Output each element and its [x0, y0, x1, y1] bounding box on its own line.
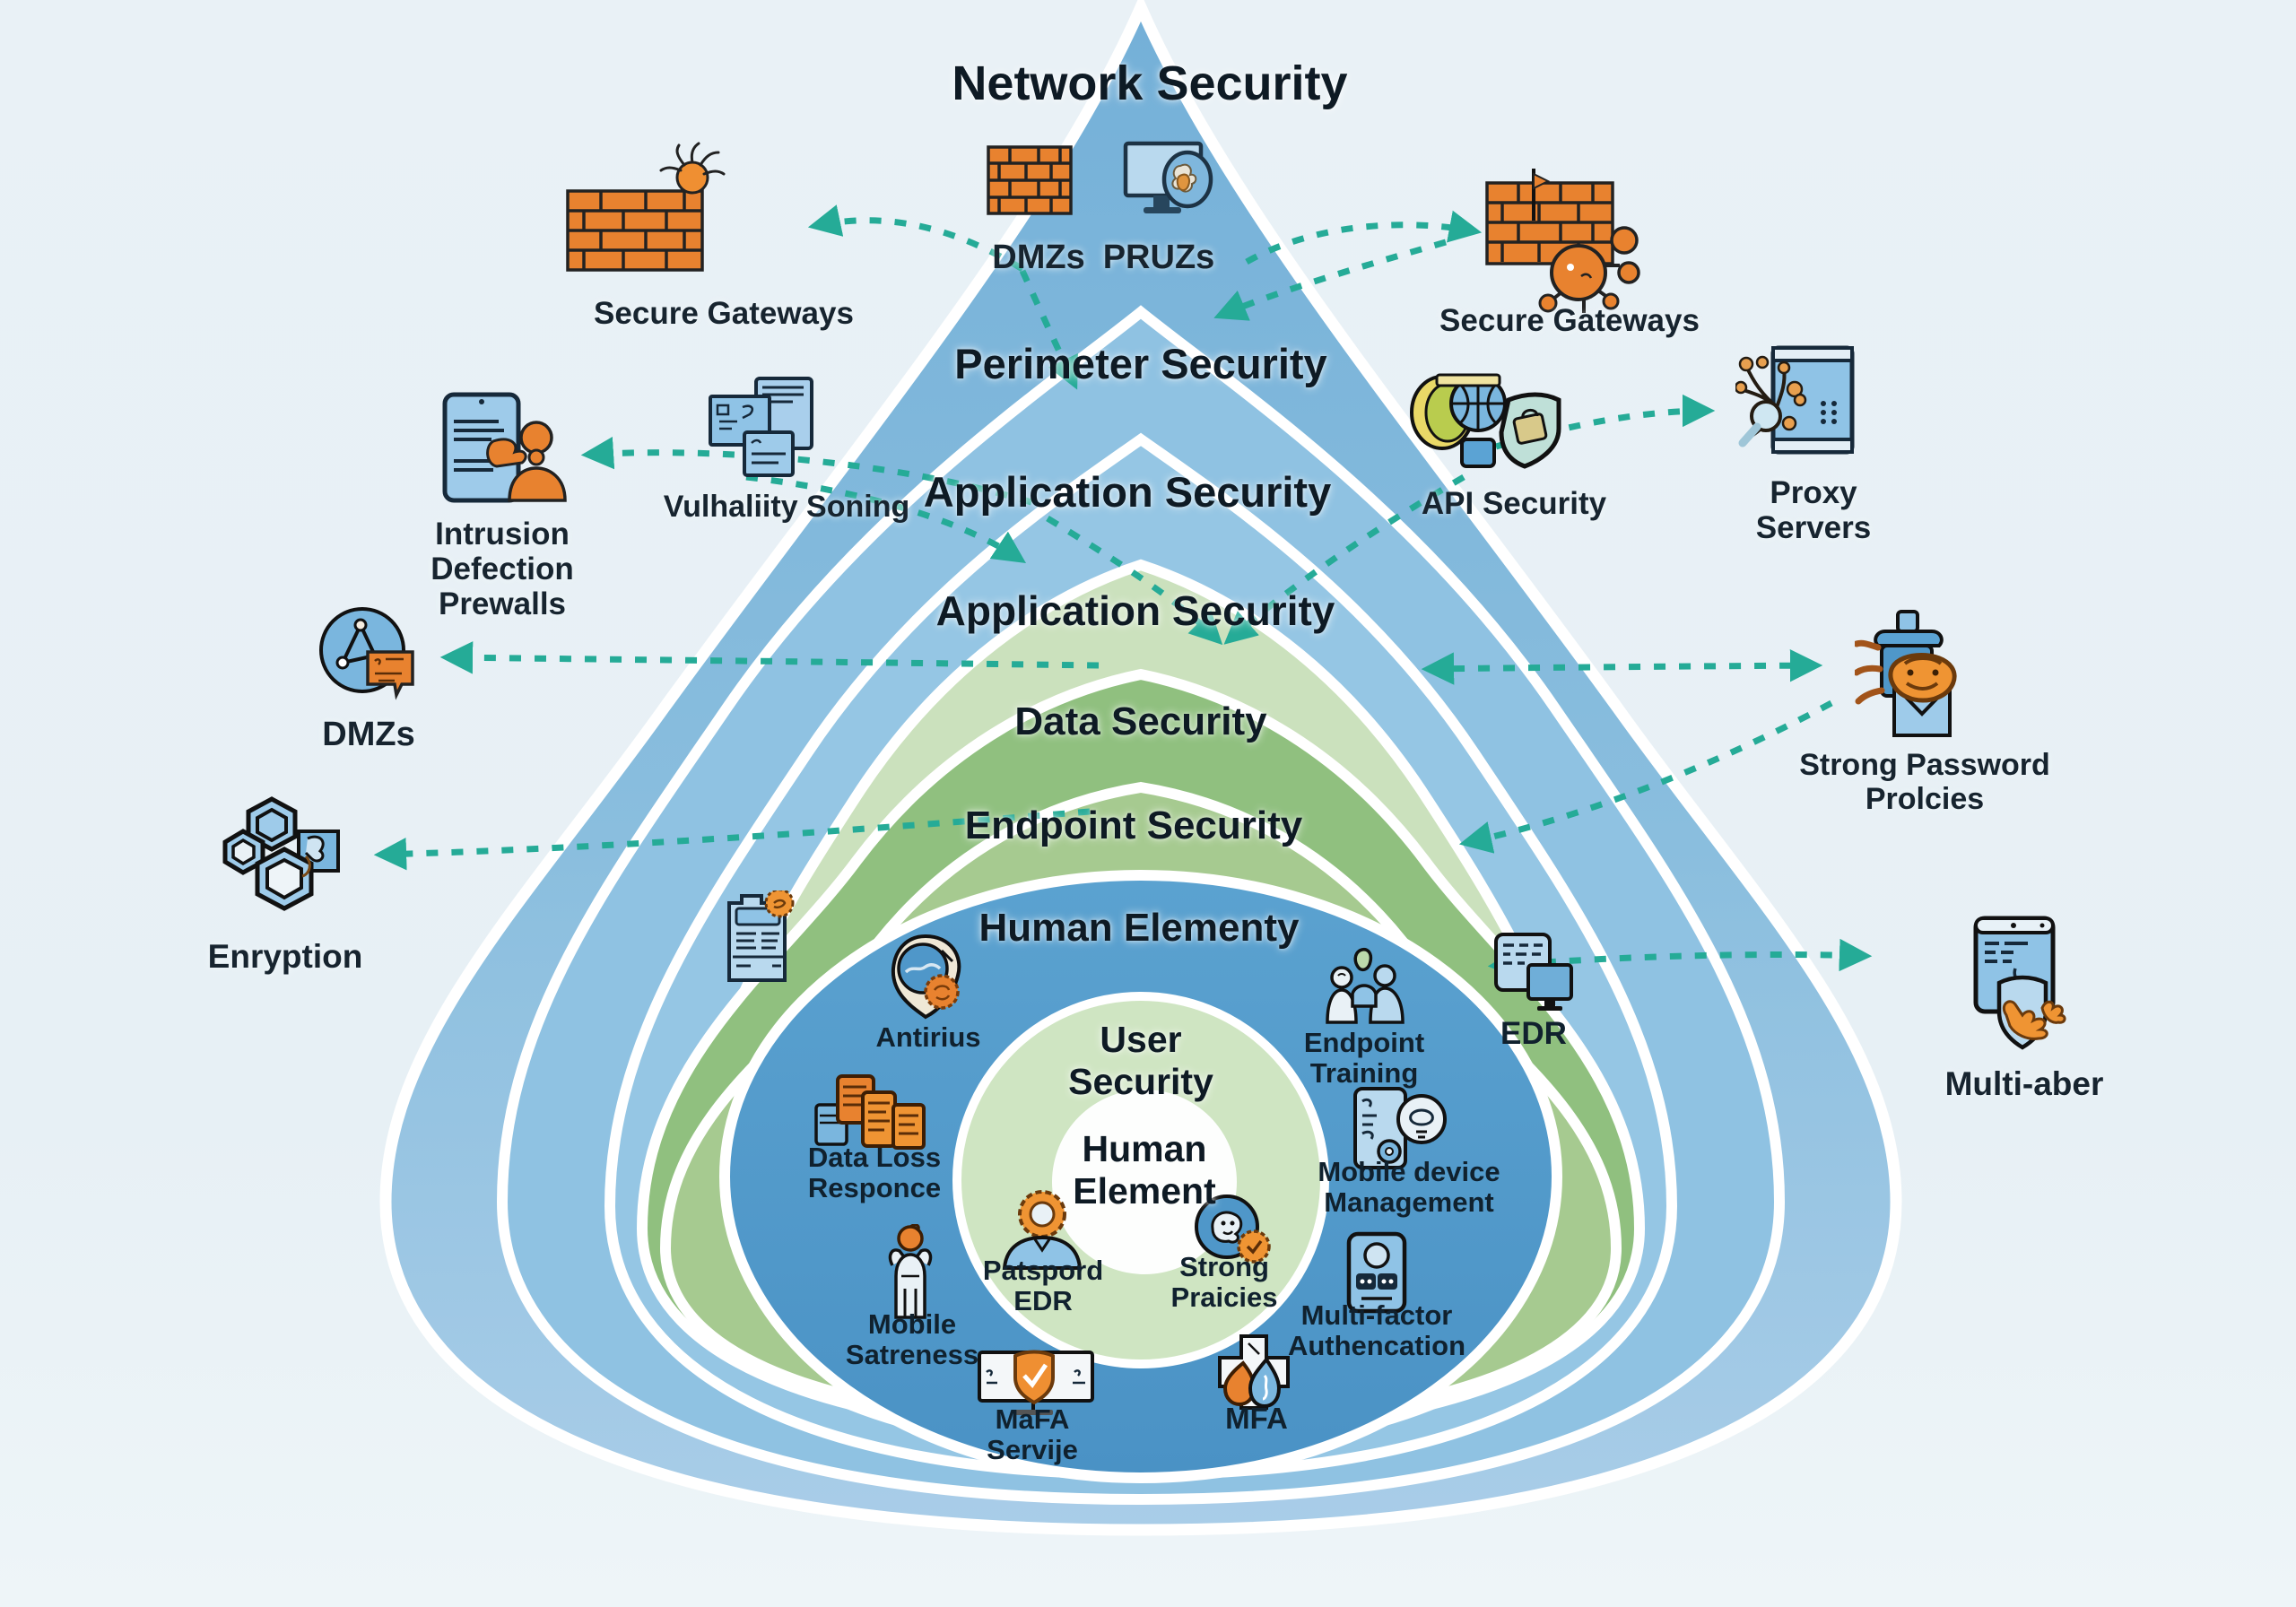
swirl-virus-icon: [891, 934, 961, 1020]
cross-drops-icon: [1218, 1334, 1290, 1410]
globe-shield-lock-icon: [1410, 373, 1561, 469]
strong-password-line2: Prolcies: [1865, 782, 1985, 817]
data-loss-line1: Data Loss: [807, 1142, 942, 1173]
left-secure-gateways-label: Secure Gateways: [594, 296, 854, 331]
left-dmzs-label: DMZs: [322, 716, 415, 753]
monitor-shield-check-icon: [978, 1350, 1094, 1415]
endpoint-training-line2: Training: [1309, 1057, 1419, 1090]
tablet-person-icon: [442, 392, 567, 503]
top-item-dmzs-label: DMZs: [992, 239, 1085, 276]
strong-password-line1: Strong Password: [1799, 748, 2050, 782]
patspord-line1: Patspord: [982, 1255, 1104, 1286]
scan-documents-icon: [709, 377, 813, 477]
person-sunburst-icon: [1002, 1190, 1083, 1270]
ring-label-application-outer: Application Security: [923, 468, 1332, 516]
center-label-human-element: Human Element: [1073, 1128, 1216, 1212]
multi-factor-label: Multi-factor Authencation: [1287, 1299, 1466, 1362]
human-element-line2: Element: [1073, 1170, 1216, 1212]
intrusion-line3: Prewalls: [438, 586, 567, 622]
monitor-virus-icon: [1123, 141, 1213, 213]
mobile-device-line1: Mobile device: [1318, 1156, 1500, 1187]
strong-praicies-line2: Praicies: [1170, 1281, 1278, 1314]
multi-aber-label: Multi-aber: [1944, 1065, 2104, 1102]
patspord-line2: EDR: [1013, 1285, 1073, 1317]
diagram-title: Network Security: [952, 56, 1348, 110]
mafa-line2: Servije: [987, 1434, 1078, 1466]
mafa-line1: MaFA: [995, 1403, 1070, 1435]
mobile-device-line2: Management: [1324, 1186, 1494, 1219]
orange-folders-icon: [814, 1074, 926, 1150]
multi-factor-line2: Authencation: [1287, 1330, 1466, 1362]
right-secure-gateways-label: Secure Gateways: [1439, 303, 1700, 338]
user-security-line1: User: [1100, 1019, 1182, 1060]
patspord-edr-label: Patspord EDR: [983, 1255, 1103, 1316]
person-raised-arms-icon: [888, 1224, 933, 1319]
mafa-servije-label: MaFA Servije: [987, 1403, 1078, 1466]
mobile-satreness-line2: Satreness: [845, 1339, 979, 1371]
data-loss-line2: Responce: [807, 1172, 942, 1204]
face-badge-check-icon: [1195, 1194, 1271, 1264]
strong-password-label: Strong Password Prolcies: [1799, 748, 2050, 816]
mobile-device-label: Mobile device Management: [1318, 1156, 1500, 1219]
ring-label-endpoint: Endpoint Security: [964, 804, 1303, 847]
strong-praicies-line1: Strong: [1179, 1251, 1269, 1282]
endpoint-training-line1: Endpoint: [1303, 1027, 1425, 1058]
hexagons-icon: [222, 796, 340, 911]
vulnerability-scanning-label: Vulhaliity Soning: [663, 490, 910, 524]
ring-label-application-inner: Application Security: [935, 587, 1335, 634]
data-loss-label: Data Loss Responce: [808, 1142, 941, 1203]
antirius-label: Antirius: [875, 1021, 981, 1053]
mobile-satreness-line1: Mobile: [867, 1308, 957, 1340]
endpoint-training-label: Endpoint Training: [1303, 1027, 1425, 1090]
proxy-line1: Proxy: [1770, 475, 1857, 510]
mobile-satreness-label: Mobile Satreness: [845, 1308, 979, 1371]
document-badge-icon: [727, 890, 795, 982]
human-element-line1: Human: [1082, 1128, 1207, 1169]
top-item-pruzs-label: PRUZs: [1102, 239, 1215, 276]
proxy-line2: Servers: [1755, 510, 1872, 546]
intrusion-line1: Intrusion: [435, 517, 570, 552]
intrusion-line2: Defection: [430, 552, 574, 587]
ring-label-data: Data Security: [1014, 699, 1267, 743]
multi-factor-line1: Multi-factor: [1300, 1299, 1453, 1331]
user-security-line2: Security: [1068, 1061, 1213, 1103]
layer-center-circle: [1052, 1090, 1237, 1274]
people-group-icon: [1326, 948, 1405, 1024]
ring-label-user-security: User Security: [1068, 1019, 1213, 1103]
ring-label-perimeter: Perimeter Security: [954, 340, 1327, 387]
proxy-servers-label: Proxy Servers: [1756, 475, 1871, 545]
mfa-label: MFA: [1225, 1402, 1288, 1435]
firewall-flame-icon: [566, 142, 726, 272]
jug-shield-envelope-icon: [1855, 610, 1957, 737]
api-security-label: API Security: [1421, 486, 1607, 521]
tablet-monitor-icon: [1494, 933, 1573, 1011]
edr-label: EDR: [1500, 1016, 1567, 1051]
phone-shield-hands-icon: [1973, 916, 2066, 1050]
phone-keypad-lock-icon: [1346, 1231, 1407, 1314]
server-window-branches-icon: [1735, 345, 1855, 455]
strong-praicies-label: Strong Praicies: [1170, 1251, 1278, 1314]
ring-label-human-ring: Human Elementy: [978, 906, 1300, 950]
brick-wall-icon: [987, 145, 1073, 215]
network-chat-bubble-icon: [319, 607, 414, 700]
left-intrusion-label: Intrusion Defection Prewalls: [430, 517, 573, 622]
firewall-virus-icon: [1485, 169, 1640, 313]
phone-bulb-gear-icon: [1353, 1087, 1447, 1169]
encryption-label: Enryption: [207, 938, 363, 975]
